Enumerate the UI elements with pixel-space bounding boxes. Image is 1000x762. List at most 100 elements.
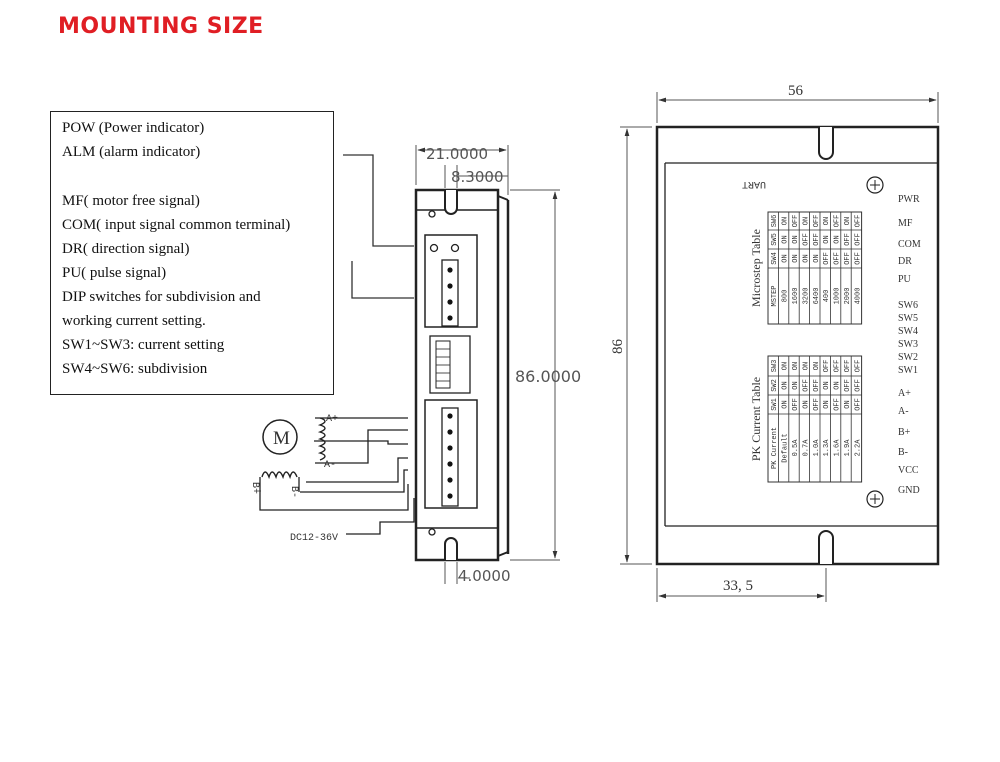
- microstep_table-cell: 400: [823, 290, 831, 303]
- current_table-cell: OFF: [834, 360, 842, 373]
- terminal-label-sw2: SW2: [898, 352, 918, 363]
- current_table-cell: ON: [792, 362, 800, 370]
- coil-label-a-minus: A-: [324, 460, 336, 471]
- microstep_table-cell: SW6: [771, 215, 779, 228]
- terminal-label-sw1: SW1: [898, 365, 918, 376]
- current_table-cell: 2.2A: [854, 439, 862, 457]
- side-dim-bottom: 4.0000: [458, 567, 511, 585]
- terminal-label-dr: DR: [898, 256, 912, 267]
- current_table-cell: SW3: [771, 360, 779, 373]
- terminal-labels: PWRMFCOMDRPUSW6SW5SW4SW3SW2SW1A+A-B+B-VC…: [898, 194, 921, 496]
- current_table-cell: ON: [782, 362, 790, 370]
- microstep_table-cell: ON: [802, 254, 810, 262]
- front-view-body: [655, 125, 940, 566]
- terminal-label-sw4: SW4: [898, 326, 918, 337]
- microstep_table-cell: ON: [813, 254, 821, 262]
- terminal-label-a-plus: A+: [898, 388, 911, 399]
- legend-line-dr: DR( direction signal): [62, 241, 190, 257]
- side-view-dimensions: [415, 145, 560, 584]
- microstep_table-cell: OFF: [844, 252, 852, 265]
- microstep_table-cell: OFF: [823, 252, 831, 265]
- front-dim-slot: 33, 5: [723, 578, 753, 594]
- legend-line-alm: ALM (alarm indicator): [62, 144, 201, 160]
- terminal-label-gnd: GND: [898, 485, 920, 496]
- dip-switch: [429, 335, 471, 394]
- wiring: [259, 417, 415, 535]
- front-dim-width: 56: [788, 83, 804, 99]
- current_table-cell: 0.5A: [792, 439, 800, 457]
- current_table-cell: PK Current: [771, 427, 779, 469]
- terminal-label-b-plus: B+: [898, 427, 911, 438]
- legend-box: POW (Power indicator) ALM (alarm indicat…: [50, 111, 334, 395]
- microstep_table-cell: OFF: [813, 233, 821, 246]
- microstep_table-cell: ON: [782, 254, 790, 262]
- microstep_table-cell: ON: [823, 217, 831, 225]
- microstep_table-cell: OFF: [854, 252, 862, 265]
- microstep_table-cell: 1600: [792, 288, 800, 305]
- side-dim-height: 86.0000: [515, 367, 581, 386]
- current_table-cell: ON: [802, 400, 810, 408]
- microstep_table-cell: OFF: [854, 233, 862, 246]
- microstep_table-cell: ON: [834, 235, 842, 243]
- current_table-cell: ON: [834, 381, 842, 389]
- microstep_table-cell: ON: [782, 217, 790, 225]
- front-view-dimensions: [620, 92, 939, 602]
- current_table-cell: ON: [782, 381, 790, 389]
- mount-hole-bottom: [866, 490, 884, 508]
- current_table-cell: OFF: [802, 379, 810, 392]
- current_table-cell: OFF: [813, 398, 821, 411]
- current_table-cell: SW1: [771, 398, 779, 411]
- current_table-cell: OFF: [813, 379, 821, 392]
- microstep_table-cell: OFF: [834, 215, 842, 228]
- terminal-label-a-minus: A-: [898, 406, 909, 417]
- current_table-cell: SW2: [771, 379, 779, 392]
- uart-label: UART: [742, 178, 766, 189]
- coil-label-b-minus: B-: [288, 486, 299, 498]
- microstep_table-cell: ON: [782, 235, 790, 243]
- terminal-label-com: COM: [898, 239, 921, 250]
- legend-line-dip: DIP switches for subdivision and: [62, 289, 261, 305]
- microstep_table-cell: ON: [823, 235, 831, 243]
- terminal-pins: [447, 267, 453, 499]
- terminal-label-vcc: VCC: [898, 465, 919, 476]
- current_table-cell: 1.9A: [844, 439, 852, 457]
- microstep_table-cell: OFF: [854, 215, 862, 228]
- current_table-cell: OFF: [854, 379, 862, 392]
- microstep_table-cell: OFF: [834, 252, 842, 265]
- front-top-slot: [818, 127, 834, 160]
- microstep_table-cell: 800: [782, 290, 790, 303]
- mount-hole-top: [866, 176, 884, 194]
- current_table-cell: ON: [844, 400, 852, 408]
- current_table-cell: 1.3A: [823, 439, 831, 457]
- microstep_table-cell: 4000: [854, 288, 862, 305]
- front-bottom-slot: [818, 530, 834, 564]
- microstep_table-cell: OFF: [792, 215, 800, 228]
- microstep_table-cell: SW4: [771, 252, 779, 265]
- alm-led: [450, 243, 460, 253]
- current_table-cell: ON: [802, 362, 810, 370]
- current_table-cell: Default: [782, 433, 790, 462]
- terminal-label-pwr: PWR: [898, 194, 920, 205]
- front-dim-height: 86: [610, 339, 626, 355]
- current_table-cell: ON: [823, 381, 831, 389]
- terminal-label-mf: MF: [898, 218, 913, 229]
- microstep_table-cell: ON: [802, 217, 810, 225]
- microstep_table-cell: ON: [844, 217, 852, 225]
- microstep_table-cell: ON: [792, 235, 800, 243]
- legend-line-mf: MF( motor free signal): [62, 193, 200, 209]
- bottom-mounting-slot: [444, 537, 458, 560]
- current_table-cell: OFF: [844, 379, 852, 392]
- coil-label-b-plus: B+: [249, 482, 260, 494]
- legend-line-dip-cont: working current setting.: [62, 313, 206, 329]
- microstep_table-cell: 1000: [834, 288, 842, 305]
- page-title: MOUNTING SIZE: [58, 14, 264, 39]
- microstep_table-cell: ON: [792, 254, 800, 262]
- legend-leaders: [343, 154, 414, 299]
- microstep_table-cell: OFF: [813, 215, 821, 228]
- current_table-cell: OFF: [792, 398, 800, 411]
- supply-label: DC12-36V: [290, 533, 338, 544]
- pow-led: [429, 243, 439, 253]
- current_table-cell: 1.0A: [813, 439, 821, 457]
